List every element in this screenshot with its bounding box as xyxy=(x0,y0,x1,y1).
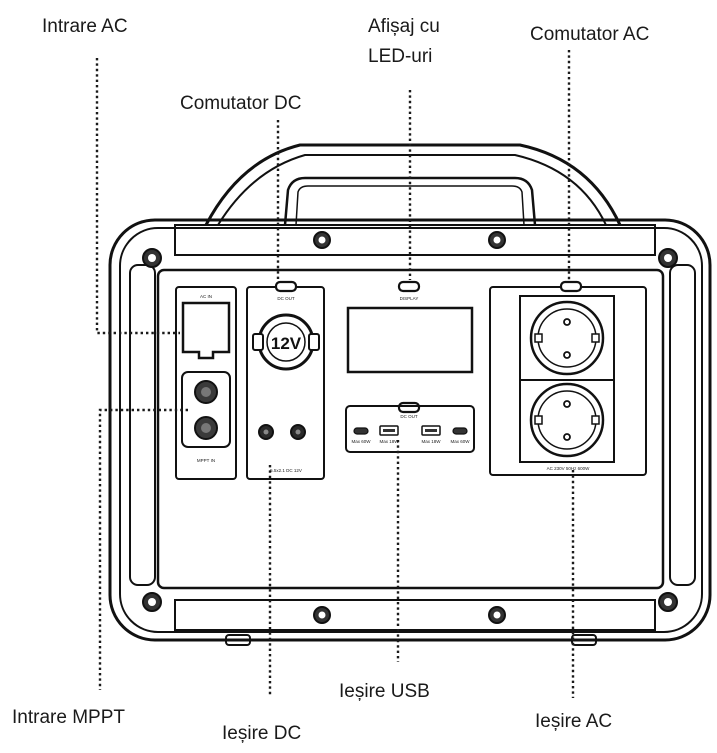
usb-c-port-right[interactable] xyxy=(452,427,468,435)
dc-panel: DC OUT 12V 5.5x2.1 DC 12V xyxy=(246,280,325,480)
label-usb-output: Ieșire USB xyxy=(339,681,430,702)
ac-socket-lower[interactable] xyxy=(529,382,605,458)
car-socket-label: 12V xyxy=(271,334,302,353)
label-dc-output: Ieșire DC xyxy=(222,723,301,744)
leader-lines xyxy=(95,50,575,698)
ac-output-panel: AC 230V 50Hz 600W xyxy=(489,280,647,476)
label-ac-output: Ieșire AC xyxy=(535,711,612,732)
usb-switch-button[interactable] xyxy=(397,401,421,414)
svg-text:Max 60W: Max 60W xyxy=(351,439,371,444)
display-area: DISPLAY xyxy=(346,280,474,374)
carry-handle xyxy=(204,143,622,226)
svg-text:Max 18W: Max 18W xyxy=(421,439,441,444)
display-label: DISPLAY xyxy=(400,296,419,301)
label-mppt-input: Intrare MPPT xyxy=(12,707,125,728)
ac-switch-button[interactable] xyxy=(559,280,583,293)
label-ac-switch: Comutator AC xyxy=(530,24,649,45)
svg-text:Max 18W: Max 18W xyxy=(379,439,399,444)
dc-switch-button[interactable] xyxy=(274,280,298,293)
dc-rating-label: 5.5x2.1 DC 12V xyxy=(270,468,302,473)
label-dc-switch: Comutator DC xyxy=(180,93,301,114)
dc-out-label: DC OUT xyxy=(277,296,294,301)
callout-labels: Intrare AC Afișaj cu LED-uri Comutator A… xyxy=(12,16,649,744)
ac-in-label: AC IN xyxy=(200,294,212,299)
label-led-display-line1: Afișaj cu xyxy=(368,16,440,37)
label-led-display-line2: LED-uri xyxy=(368,46,432,67)
ac-socket-upper[interactable] xyxy=(529,300,605,376)
usb-panel: DC OUT Max 60W Max 18W Max 18W Max 60W xyxy=(345,401,475,453)
usb-out-label: DC OUT xyxy=(400,414,417,419)
ac-input-port[interactable] xyxy=(181,301,231,360)
screws xyxy=(142,231,678,624)
led-display-screen xyxy=(346,306,474,374)
usb-c-port-left[interactable] xyxy=(353,427,369,435)
input-panel: AC IN MPPT IN xyxy=(175,286,237,480)
ac-rating-label: AC 230V 50Hz 600W xyxy=(547,466,591,471)
led-display-button[interactable] xyxy=(397,280,421,293)
mppt-label: MPPT IN xyxy=(197,458,215,463)
label-ac-input: Intrare AC xyxy=(42,16,128,37)
svg-text:Max 60W: Max 60W xyxy=(450,439,470,444)
